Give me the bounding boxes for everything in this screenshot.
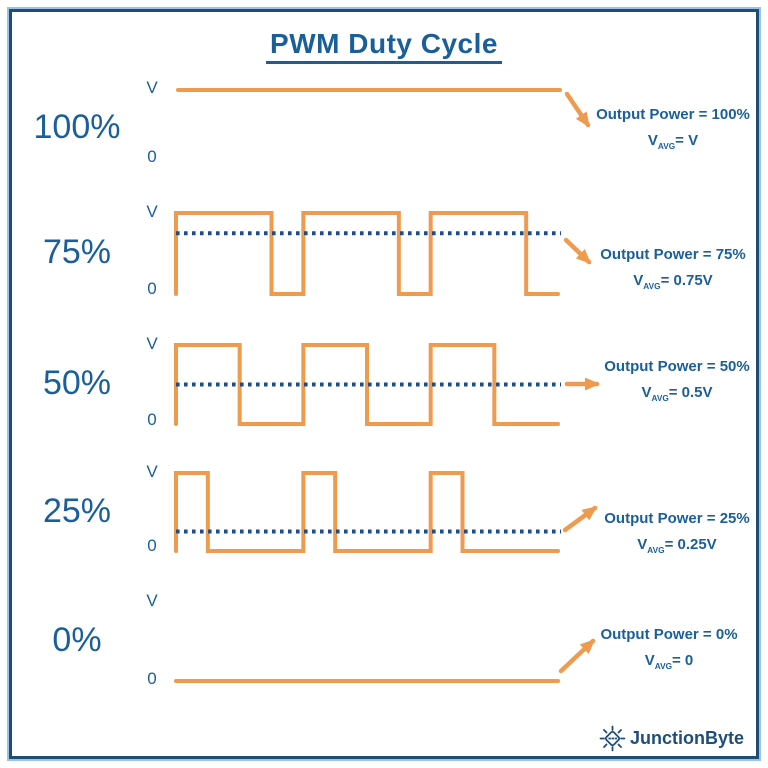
vavg-text: VAVG= 0 [644, 652, 694, 671]
vavg-text: VAVG= 0.75V [633, 272, 713, 291]
v-axis-label-0: V [146, 591, 158, 610]
output-power-text: Output Power = 0% [600, 626, 738, 643]
annotation-75: Output Power = 75% VAVG= 0.75V [585, 242, 761, 300]
output-power-text: Output Power = 75% [600, 246, 746, 263]
v-axis-label-75: V [146, 202, 158, 221]
duty-label-50: 50% [42, 364, 112, 402]
annotation-0: Output Power = 0% VAVG= 0 [581, 622, 757, 680]
zero-axis-label-0: 0 [147, 669, 157, 688]
zero-axis-label-75: 0 [147, 279, 157, 298]
duty-label-100: 100% [33, 108, 121, 146]
zero-axis-label-50: 0 [147, 410, 157, 429]
junctionbyte-logo: JunctionByte [599, 725, 744, 752]
output-power-text: Output Power = 25% [604, 510, 750, 527]
v-axis-label-50: V [146, 334, 158, 353]
output-power-text: Output Power = 50% [604, 358, 750, 375]
duty-label-25: 25% [42, 492, 112, 530]
duty-label-0: 0% [52, 621, 102, 659]
annotation-100: Output Power = 100% VAVG= V [585, 102, 761, 160]
logo-text: JunctionByte [629, 728, 744, 748]
zero-axis-label-100: 0 [147, 147, 157, 166]
annotation-25: Output Power = 25% VAVG= 0.25V [589, 506, 765, 564]
annotation-50: Output Power = 50% VAVG= 0.5V [589, 354, 765, 412]
duty-label-75: 75% [42, 233, 112, 271]
vavg-text: VAVG= V [647, 132, 699, 151]
vavg-text: VAVG= 0.5V [641, 384, 713, 403]
output-power-text: Output Power = 100% [596, 106, 750, 123]
chip-gear-icon [599, 725, 626, 752]
v-axis-label-25: V [146, 462, 158, 481]
v-axis-label-100: V [146, 78, 158, 97]
zero-axis-label-25: 0 [147, 536, 157, 555]
figure-title: PWM Duty Cycle [266, 28, 502, 64]
vavg-text: VAVG= 0.25V [637, 536, 717, 555]
